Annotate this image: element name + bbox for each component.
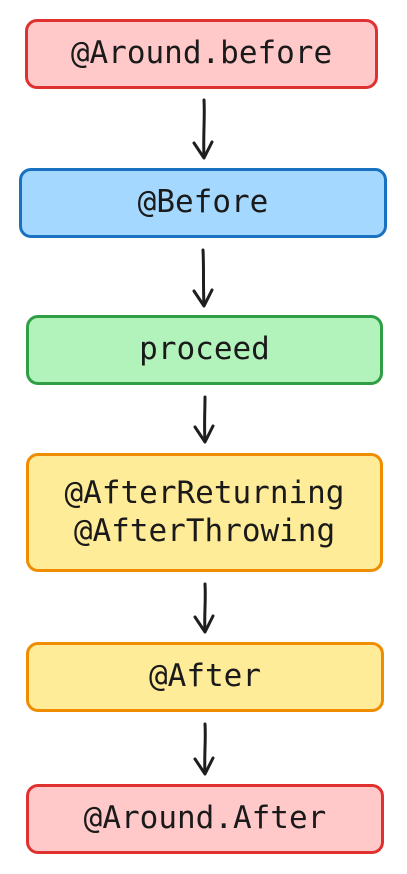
- node-after-returning-throwing: @AfterReturning @AfterThrowing: [26, 453, 383, 572]
- node-around-before-label: @Around.before: [70, 35, 333, 72]
- arrow-3: [193, 395, 215, 444]
- arrow-1: [192, 98, 214, 160]
- node-before: @Before: [19, 168, 387, 238]
- node-around-after-label: @Around.After: [83, 800, 327, 837]
- node-around-after: @Around.After: [26, 784, 384, 854]
- node-after-label: @After: [149, 658, 261, 695]
- arrow-4: [193, 582, 215, 634]
- node-around-before: @Around.before: [25, 19, 378, 89]
- node-proceed-label: proceed: [139, 331, 270, 368]
- node-after-throwing-label: @AfterThrowing: [73, 512, 336, 549]
- node-after: @After: [26, 642, 384, 712]
- node-before-label: @Before: [137, 184, 269, 221]
- arrow-5: [193, 722, 215, 776]
- node-after-returning-label: @AfterReturning: [64, 474, 345, 511]
- arrow-2: [192, 248, 214, 308]
- node-proceed: proceed: [26, 315, 383, 385]
